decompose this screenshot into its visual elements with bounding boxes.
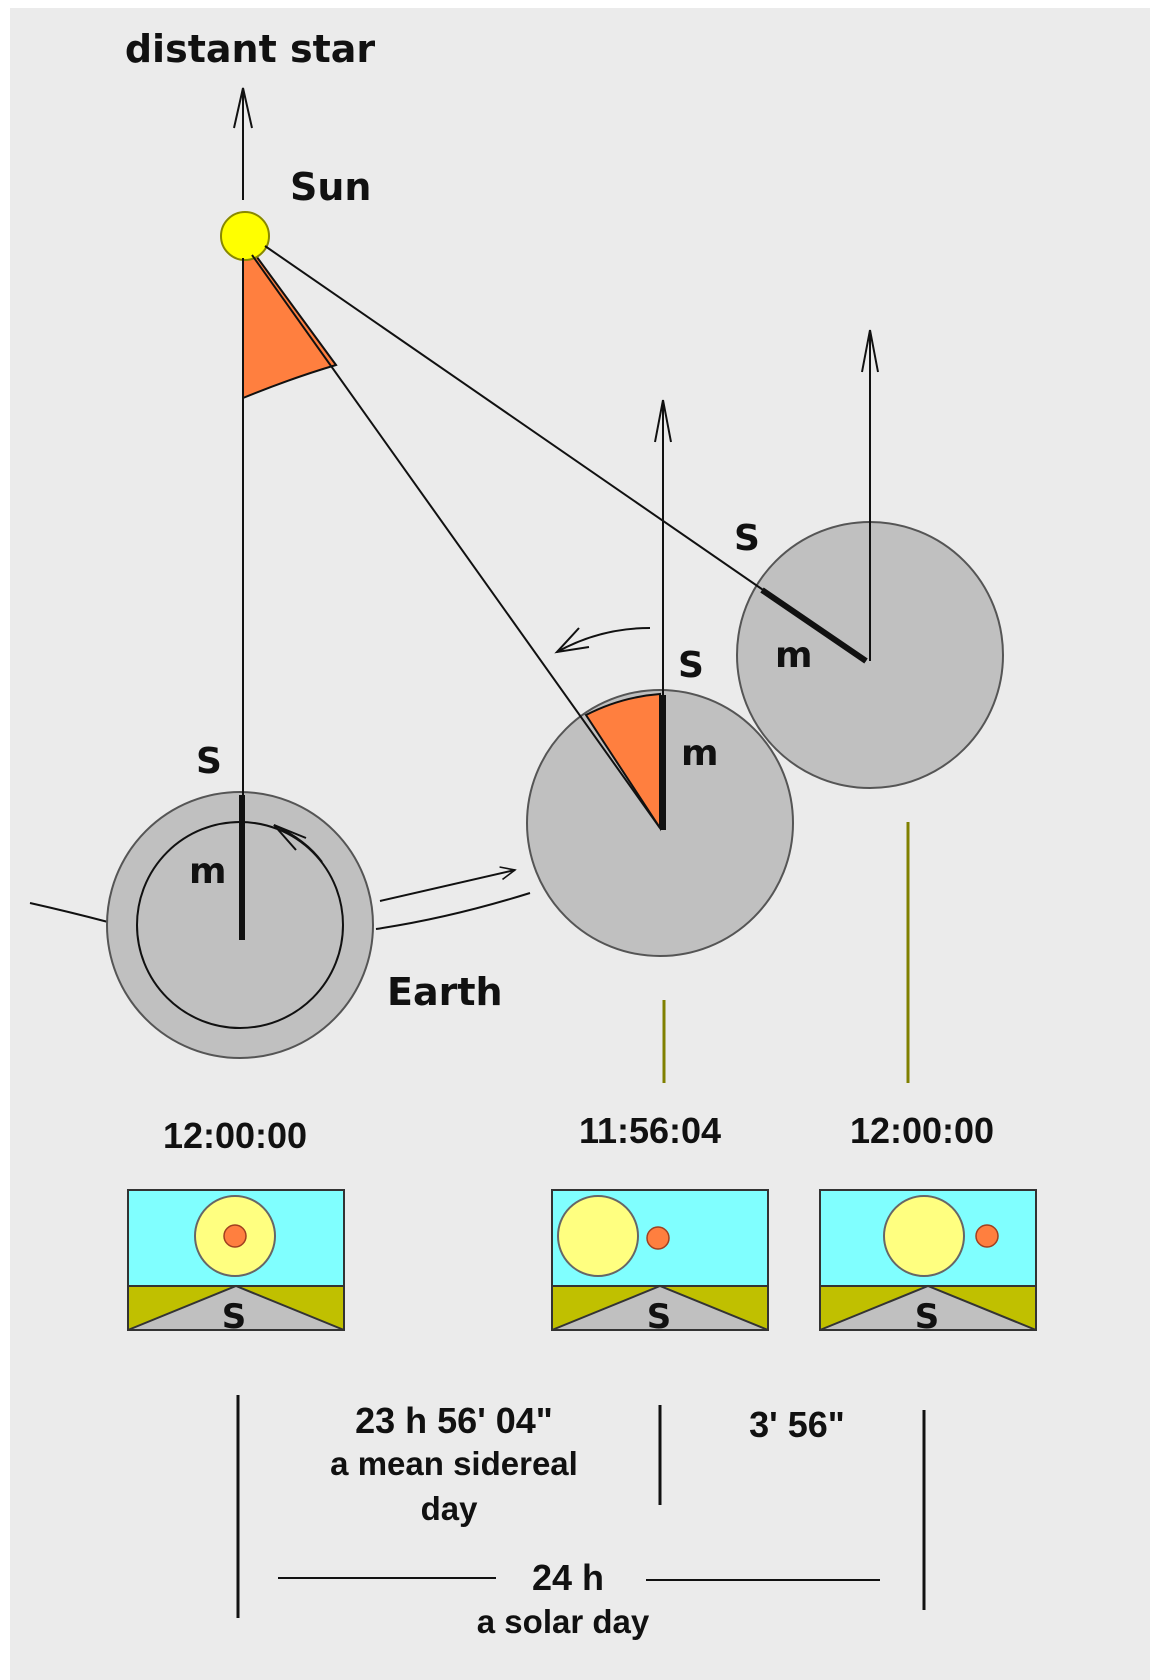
s-label-earth-3: S: [734, 518, 760, 559]
panel-letter: S: [915, 1297, 940, 1337]
distant-star-arrow: [233, 87, 253, 200]
difference-duration: 3' 56": [749, 1404, 845, 1445]
s-label-earth-2: S: [678, 645, 704, 686]
panel-target: [223, 1224, 247, 1248]
solar-day-label: a solar day: [477, 1603, 650, 1640]
sky-panel-3: S: [819, 1189, 1037, 1337]
s-label-earth-1: S: [196, 741, 222, 782]
sun: [220, 211, 270, 261]
sun-label: Sun: [290, 165, 371, 209]
distant-star-label: distant star: [125, 27, 376, 71]
solar-day-duration: 24 h: [532, 1557, 604, 1598]
panel-sun: [557, 1195, 639, 1277]
panel-target: [975, 1224, 999, 1248]
time-label-3: 12:00:00: [850, 1110, 994, 1151]
orbit-direction-arrow: [379, 870, 515, 902]
star-arrow-earth-3: [861, 329, 879, 661]
sky-panel-1: S: [127, 1189, 345, 1337]
sidereal-day-label-line2: day: [421, 1490, 479, 1527]
star-arrow-earth-2: [654, 399, 672, 695]
panel-target: [646, 1226, 670, 1250]
m-label-earth-1: m: [189, 851, 227, 892]
earth-orbit-path: [29, 892, 531, 930]
sky-panel-2: S: [551, 1189, 769, 1337]
m-label-earth-2: m: [681, 733, 719, 774]
meridian-line-earth-3: [760, 587, 868, 664]
sidereal-day-label-line1: a mean sidereal: [330, 1445, 578, 1482]
time-label-1: 12:00:00: [163, 1115, 307, 1156]
panel-letter: S: [647, 1297, 672, 1337]
time-label-2: 11:56:04: [579, 1110, 721, 1151]
m-label-earth-3: m: [775, 635, 813, 676]
earth-label: Earth: [387, 970, 503, 1014]
earth-2-angle-wedge: [584, 692, 661, 832]
panel-letter: S: [222, 1297, 247, 1337]
sidereal-day-duration: 23 h 56' 04": [355, 1400, 553, 1441]
motion-curved-arrow: [554, 627, 651, 654]
panel-sun: [883, 1195, 965, 1277]
sun-earth-2-line: [251, 254, 661, 829]
sun-angle-wedge: [242, 234, 338, 400]
